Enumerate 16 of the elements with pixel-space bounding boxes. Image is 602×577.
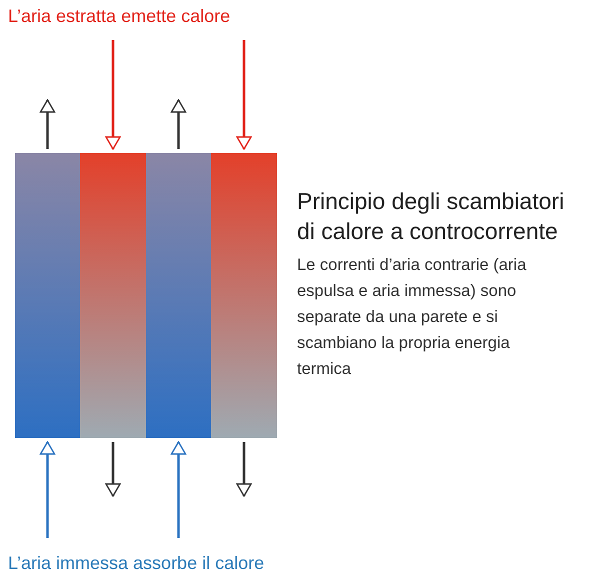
heading: Principio degli scambiatori di calore a controcorrente <box>297 187 566 246</box>
airflow-arrow <box>40 99 56 149</box>
airflow-arrow <box>105 442 121 497</box>
caption-text: L’aria estratta emette calore <box>8 6 230 27</box>
airflow-arrow <box>170 441 186 538</box>
air-channel <box>146 153 211 438</box>
airflow-arrow <box>40 441 56 538</box>
airflow-arrow <box>105 40 121 150</box>
caption-text: L’aria immessa assorbe il calore <box>8 553 264 574</box>
airflow-arrow <box>236 442 252 497</box>
airflow-arrow <box>170 99 186 149</box>
air-channel <box>211 153 277 438</box>
air-channel <box>15 153 80 438</box>
airflow-arrow <box>236 40 252 150</box>
description-text: Le correnti d’aria contrarie (aria espulsa e aria immessa) sono separate da una parete e si scambiano la propria energia termica <box>297 255 528 380</box>
air-channel <box>80 153 146 438</box>
